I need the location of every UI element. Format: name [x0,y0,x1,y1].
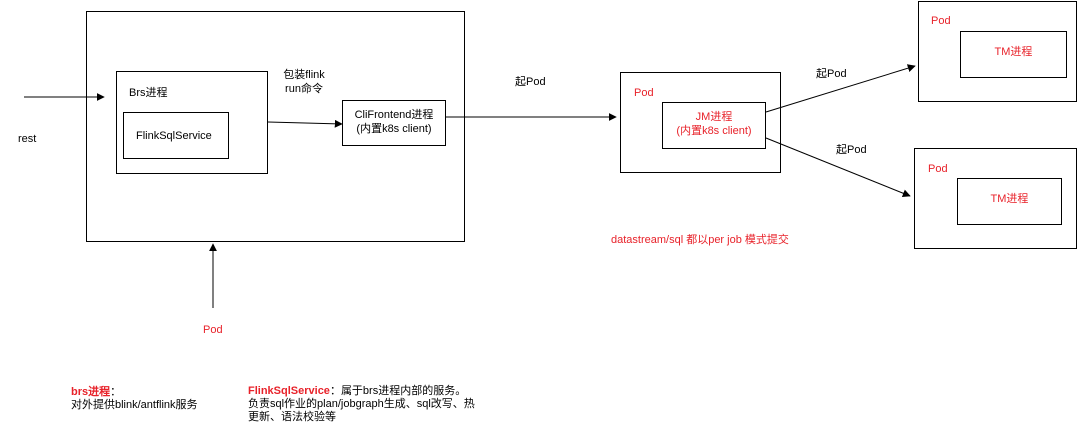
cli-frontend-label: CliFrontend进程 (内置k8s client) [342,108,446,136]
brs-legend-desc: 对外提供blink/antflink服务 [71,399,198,411]
fss-legend-line1: 属于brs进程内部的服务。 [340,385,467,397]
brs-legend-heading: brs进程： [71,386,241,399]
brs-legend-sep: ： [110,386,122,398]
brs-process-title: Brs进程 [129,87,168,99]
rest-label: rest [18,133,37,145]
tm-top-process-box [960,31,1067,78]
fss-legend-line3: 更新、语法校验等 [248,411,336,423]
left-pod-label: Pod [203,324,223,336]
jm-process-label: JM进程 (内置k8s client) [662,110,766,138]
jm-process-box [662,102,766,149]
brs-process-box [116,71,268,174]
tm-top-pod-box [918,1,1077,102]
tm-bottom-process-box [957,178,1062,225]
brs-pod-container [86,11,465,242]
jm-process-line2: (内置k8s client) [676,125,752,137]
fss-legend-heading: FlinkSqlService：属于brs进程内部的服务。 [248,385,498,398]
tm-bottom-pod-label: Pod [928,163,948,175]
tm-bottom-pod-box [914,148,1077,249]
flink-run-edge-label: 包装flink run命令 [268,68,340,96]
jm-pod-box [620,72,781,173]
fss-legend-sep: ： [329,385,341,397]
flink-sql-service-label: FlinkSqlService [136,130,212,142]
brs-legend-title: brs进程 [71,386,111,398]
brs-legend: brs进程： 对外提供blink/antflink服务 [71,386,241,412]
flink-sql-service-box [123,112,229,159]
submit-mode-note: datastream/sql 都以per job 模式提交 [611,234,789,246]
cli-frontend-line1: CliFrontend进程 [354,109,434,121]
tm-top-process-label: TM进程 [994,46,1033,58]
fss-legend-title: FlinkSqlService [248,385,330,397]
fss-legend: FlinkSqlService：属于brs进程内部的服务。 负责sql作业的pl… [248,385,498,424]
tm-top-pod-label: Pod [931,15,951,27]
jm-pod-label: Pod [634,87,654,99]
flink-run-line1: 包装flink [283,69,325,81]
start-pod-edge-label: 起Pod [515,76,546,88]
fss-legend-line2: 负责sql作业的plan/jobgraph生成、sql改写、热 [248,398,475,410]
tm-bottom-edge-label: 起Pod [836,144,867,156]
flink-run-line2: run命令 [285,83,323,95]
tm-top-edge-label: 起Pod [816,68,847,80]
cli-frontend-box [342,100,446,146]
tm-bottom-process-label: TM进程 [990,193,1029,205]
jm-process-line1: JM进程 [695,111,733,123]
cli-frontend-line2: (内置k8s client) [356,123,432,135]
